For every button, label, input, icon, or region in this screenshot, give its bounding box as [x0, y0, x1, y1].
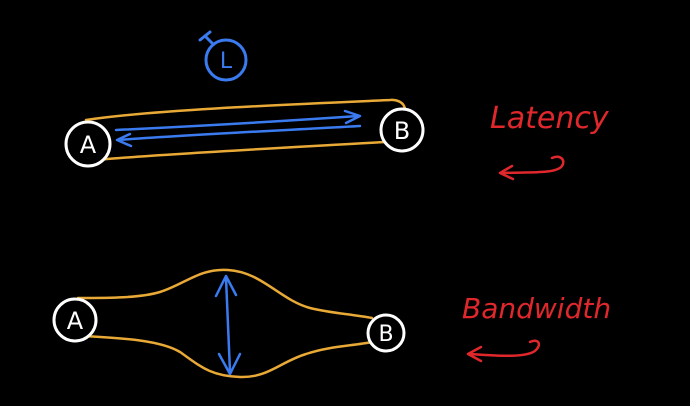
bandwidth-diagram: A B Bandwidth — [52, 268, 611, 379]
signal-arrows — [114, 109, 362, 148]
timer-label: L — [220, 49, 233, 74]
latency-caption: Latency — [490, 101, 610, 136]
stopwatch-icon: L — [198, 30, 248, 82]
node-b-bottom: B — [366, 313, 406, 353]
bandwidth-pointer-arrow-icon — [466, 339, 541, 363]
node-a-top: A — [64, 120, 112, 168]
latency-pipe — [84, 98, 407, 162]
bandwidth-pipe — [76, 268, 374, 379]
latency-pointer-arrow-icon — [498, 155, 565, 181]
node-a-label: A — [67, 307, 84, 335]
node-b-label: B — [394, 117, 410, 145]
double-arrow-icon — [214, 274, 242, 376]
bandwidth-caption: Bandwidth — [462, 292, 611, 325]
node-b-top: B — [379, 107, 425, 153]
node-a-bottom: A — [52, 297, 98, 343]
node-a-label: A — [80, 131, 97, 159]
node-b-label: B — [378, 322, 393, 347]
latency-diagram: L A B Latency — [64, 30, 610, 181]
